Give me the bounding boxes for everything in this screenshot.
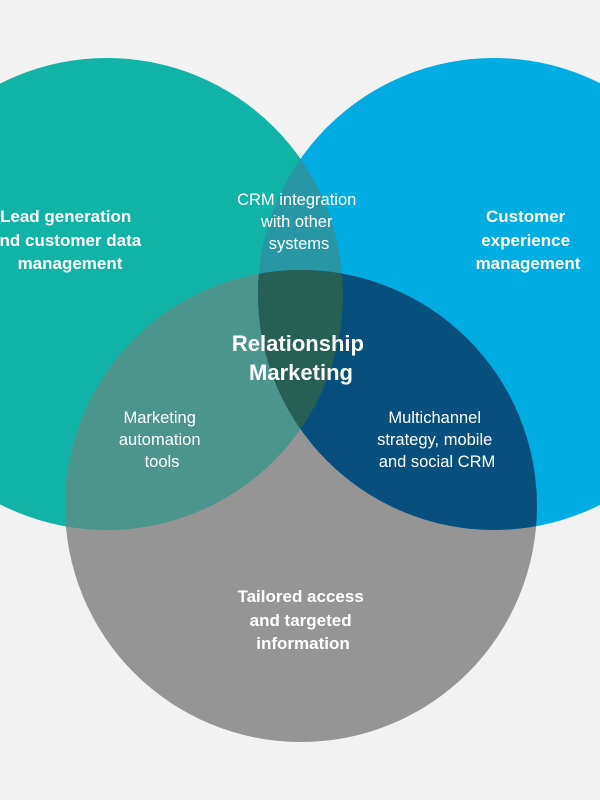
label-customer-experience: Customer experience management [476, 207, 581, 273]
label-relationship-marketing: Relationship Marketing [232, 331, 370, 385]
label-lead-generation: Lead generation and customer data manage… [0, 207, 146, 273]
label-crm-integration: CRM integration with other systems [237, 191, 361, 253]
label-tailored-access: Tailored access and targeted information [237, 587, 368, 653]
label-marketing-automation: Marketing automation tools [119, 409, 205, 471]
label-multichannel-strategy: Multichannel strategy, mobile and social… [377, 409, 497, 471]
